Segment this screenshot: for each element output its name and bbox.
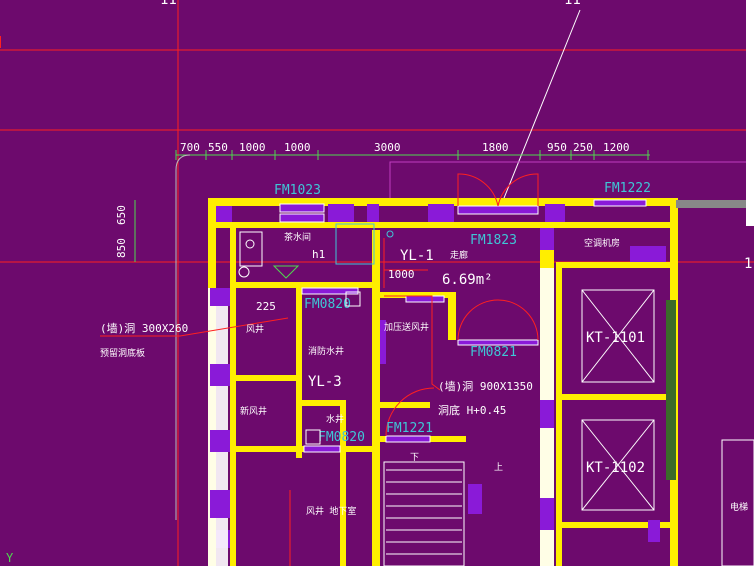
column-overlay-5 — [540, 400, 554, 428]
grid-label-right: 11 — [564, 0, 581, 8]
door-label-fm0820b[interactable]: FM0820 — [318, 430, 365, 445]
drain-icon — [238, 266, 250, 278]
leader-line — [499, 9, 581, 209]
door-label-fm1222[interactable]: FM1222 — [604, 181, 651, 196]
stair-down: 下 — [410, 453, 419, 463]
pipe-icon — [345, 291, 361, 307]
room-jie: 走廊 — [450, 249, 468, 261]
dim-label-1: 700 — [180, 141, 200, 154]
pipe-icon-2 — [305, 429, 321, 445]
hole-markers — [100, 269, 441, 566]
stair-up: 上 — [494, 462, 503, 473]
door-swings — [383, 173, 539, 437]
right-panel — [746, 0, 754, 226]
room-xinfengjing: 新风井 — [240, 405, 267, 417]
vdim-label-1: 650 — [115, 205, 128, 225]
dim-1000: 1000 — [388, 268, 415, 281]
door-label-fm1823[interactable]: FM1823 — [470, 233, 517, 248]
room-label-yl1[interactable]: YL-1 — [400, 248, 434, 264]
elevator-shafts — [581, 289, 655, 511]
door-label-fm0821[interactable]: FM0821 — [470, 345, 517, 360]
room-water: 茶水间 — [284, 231, 311, 243]
room-kongtiao: 空调机房 — [584, 237, 620, 249]
note-hole-mid-sub: 洞底 H+0.45 — [438, 403, 506, 417]
stairs — [383, 461, 465, 566]
door-label-fm1023[interactable]: FM1023 — [274, 183, 321, 198]
electric-room — [721, 439, 754, 566]
room-shuijing: 水井 — [326, 413, 344, 425]
room-dianji: 电梯 — [730, 501, 748, 513]
room-label-kt1101[interactable]: KT-1101 — [586, 330, 645, 346]
window-symbols — [279, 199, 647, 453]
note-hole-left-sub: 预留洞底板 — [100, 347, 145, 359]
dim-label-3: 1000 — [239, 141, 266, 154]
column-overlay-2 — [210, 364, 230, 386]
dim-label-8: 250 — [573, 141, 593, 154]
building-outline — [175, 154, 191, 520]
vdim-label-2: 850 — [115, 238, 128, 258]
y-axis-icon: Y — [6, 551, 14, 565]
dim-label-5: 3000 — [374, 141, 401, 154]
dim-label-4: 1000 — [284, 141, 311, 154]
door-label-fm1221[interactable]: FM1221 — [386, 421, 433, 436]
dim-label-2: 550 — [208, 141, 228, 154]
roof-outline — [389, 161, 754, 203]
room-xiazhu: 风井 地下室 — [306, 505, 356, 517]
sink-fixture — [239, 231, 263, 267]
floor-drain-icon — [272, 265, 300, 279]
room-label-yl3[interactable]: YL-3 — [308, 374, 342, 390]
grey-slab — [676, 200, 754, 208]
dim-ticks — [175, 150, 649, 160]
room-jiaya: 加压送风井 — [384, 321, 429, 333]
grid-label-left: 11 — [160, 0, 177, 8]
note-hole-left: (墙)洞 300X260 — [100, 321, 188, 335]
room-label-h1: h1 — [312, 248, 325, 261]
green-wall — [666, 300, 676, 480]
door-label-fm0820[interactable]: FM0820 — [304, 297, 351, 312]
dim-label-6: 1800 — [482, 141, 509, 154]
dim-225: 225 — [256, 300, 276, 313]
column-overlay-3 — [210, 430, 230, 452]
room-fengjing: 风井 — [246, 323, 264, 335]
sink-icon — [245, 239, 255, 249]
dim-label-9: 1200 — [603, 141, 630, 154]
marker-icon — [386, 230, 394, 238]
column-overlay-1 — [210, 288, 230, 306]
room-area: 6.69m² — [442, 272, 493, 288]
grid-label-edge: 1 — [744, 256, 752, 272]
note-hole-mid: (墙)洞 900X1350 — [438, 379, 533, 393]
room-xiaofang: 消防水井 — [308, 345, 344, 357]
column-overlay-4 — [210, 490, 230, 518]
cyan-box — [335, 223, 375, 265]
dim-label-7: 950 — [547, 141, 567, 154]
room-label-kt1102[interactable]: KT-1102 — [586, 460, 645, 476]
column-overlay-6 — [540, 498, 554, 530]
